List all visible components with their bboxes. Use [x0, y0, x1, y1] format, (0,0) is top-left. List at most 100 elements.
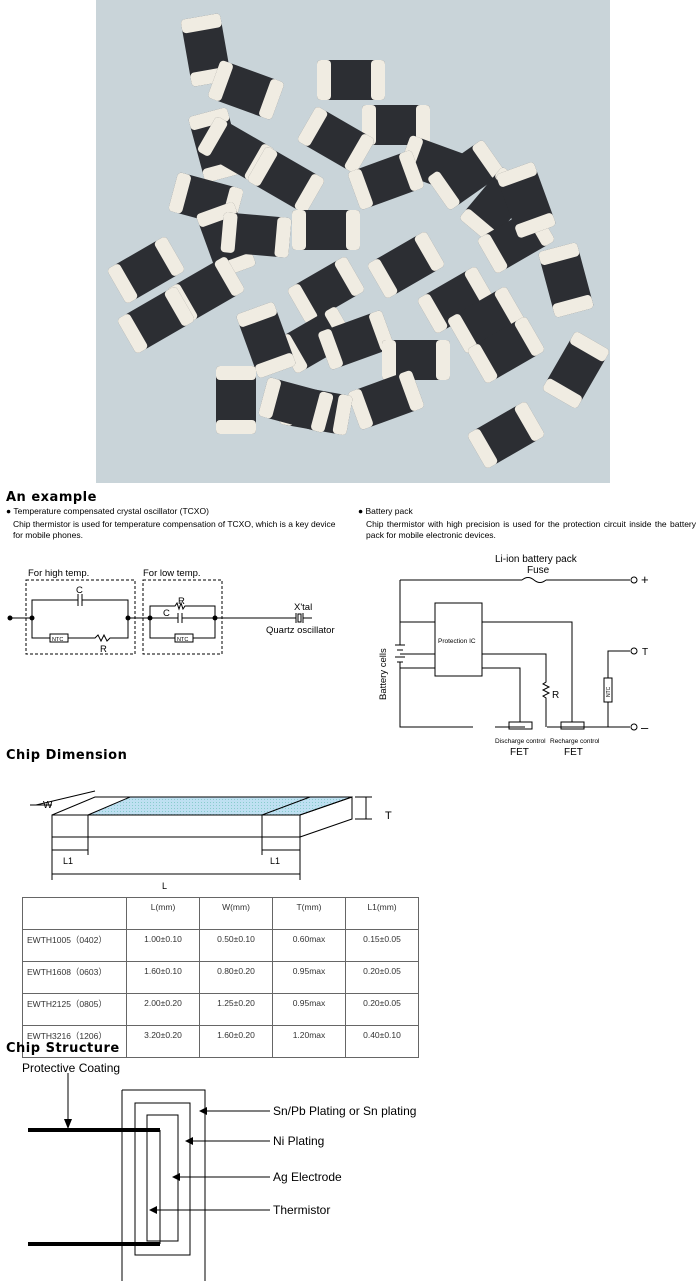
protective-coating-label: Protective Coating: [22, 1061, 120, 1075]
chip-thermistor: [382, 340, 450, 380]
chip-thermistor: [248, 147, 324, 213]
t-terminal-label: T: [642, 647, 648, 658]
chip-thermistor: [468, 317, 544, 383]
li-ion-pack-label: Li-ion battery pack: [495, 554, 578, 565]
chip-thermistor: [220, 212, 292, 258]
tcxo-title: ● Temperature compensated crystal oscill…: [6, 506, 209, 516]
value-cell: 1.60±0.20: [199, 1025, 273, 1058]
quartz-label: Quartz oscillator: [266, 625, 335, 636]
tcxo-title-text: Temperature compensated crystal oscillat…: [13, 506, 209, 516]
ntc-battery-label: NTC: [606, 686, 612, 697]
chip-thermistor: [208, 60, 284, 120]
chip-thermistor: [216, 366, 256, 434]
chip-thermistor: [236, 302, 296, 378]
value-cell: 0.95max: [272, 993, 346, 1026]
chip-dimension-drawing: W T L1 L1 L: [30, 790, 392, 891]
value-cell: 0.20±0.05: [345, 961, 419, 994]
t-label: T: [385, 810, 392, 822]
chip-thermistor: [418, 267, 494, 333]
chip-thermistor: [468, 402, 544, 468]
value-cell: 1.20max: [272, 1025, 346, 1058]
value-cell: 0.60max: [272, 929, 346, 962]
chip-thermistor: [317, 60, 385, 100]
chip-thermistor: [292, 210, 360, 250]
value-cell: 0.15±0.05: [345, 929, 419, 962]
header-cell: [22, 897, 127, 930]
low-temp-label: For low temp.: [143, 568, 201, 579]
battery-circuit-diagram: Li-ion battery pack Fuse + T – Battery c…: [378, 554, 649, 758]
chip-thermistor: [428, 140, 504, 210]
value-cell: 1.00±0.10: [126, 929, 200, 962]
battery-title-text: Battery pack: [365, 506, 413, 516]
chip-structure-heading: Chip Structure: [6, 1041, 120, 1056]
l1-right-label: L1: [270, 856, 280, 866]
chip-structure-diagram: Protective Coating Sn/Pb Plating or Sn p…: [22, 1061, 416, 1281]
plus-terminal-label: +: [641, 572, 649, 587]
ag-electrode-label: Ag Electrode: [273, 1170, 342, 1184]
ntc-label: NTC: [52, 637, 63, 643]
high-temp-label: For high temp.: [28, 568, 89, 579]
chip-thermistor: [108, 237, 184, 303]
r-label-low: R: [178, 596, 185, 607]
value-cell: 1.60±0.10: [126, 961, 200, 994]
l-label: L: [162, 881, 167, 891]
l1-left-label: L1: [63, 856, 73, 866]
battery-cells-label: Battery cells: [378, 648, 389, 700]
chip-thermistor: [538, 242, 594, 318]
c-label-low: C: [163, 608, 170, 619]
chip-thermistor: [543, 332, 609, 408]
c-label: C: [76, 585, 83, 596]
table-header-row: L(mm) W(mm) T(mm) L1(mm): [22, 897, 419, 930]
dimension-table: L(mm) W(mm) T(mm) L1(mm) EWTH1005（0402）1…: [22, 897, 419, 1058]
example-heading: An example: [6, 490, 97, 505]
value-cell: 3.20±0.20: [126, 1025, 200, 1058]
tcxo-circuit-diagram: For high temp. For low temp. C R NTC R C…: [7, 568, 335, 655]
thermistor-label: Thermistor: [273, 1203, 330, 1217]
resistor-label: R: [552, 690, 559, 701]
value-cell: 1.25±0.20: [199, 993, 273, 1026]
chip-dimension-heading: Chip Dimension: [6, 748, 128, 763]
fuse-label: Fuse: [527, 565, 550, 576]
battery-description: Chip thermistor with high precision is u…: [366, 519, 696, 540]
ntc-label-low: NTC: [177, 637, 188, 643]
chip-thermistor: [368, 232, 444, 298]
recharge-label: Recharge control: [550, 738, 600, 745]
chip-thermistor: [288, 257, 364, 323]
chips-photo-svg: [108, 13, 609, 468]
header-cell: L(mm): [126, 897, 200, 930]
value-cell: 0.20±0.05: [345, 993, 419, 1026]
header-cell: W(mm): [199, 897, 273, 930]
product-photo-chip-thermistors: [96, 0, 610, 483]
plating-label: Sn/Pb Plating or Sn plating: [273, 1104, 416, 1118]
minus-terminal-label: –: [641, 720, 649, 735]
chip-thermistor: [118, 287, 194, 353]
discharge-fet-label: FET: [510, 747, 529, 758]
model-cell: EWTH1608（0603）: [22, 961, 127, 994]
r-label: R: [100, 644, 107, 655]
value-cell: 0.95max: [272, 961, 346, 994]
chip-thermistor: [448, 287, 524, 353]
header-cell: T(mm): [272, 897, 346, 930]
chip-thermistor: [348, 370, 424, 430]
chip-thermistor: [348, 150, 424, 210]
battery-title: ● Battery pack: [358, 506, 413, 516]
chip-thermistor: [496, 162, 556, 238]
model-cell: EWTH2125（0805）: [22, 993, 127, 1026]
chip-thermistor: [258, 377, 334, 433]
w-label: W: [43, 800, 53, 811]
recharge-fet-label: FET: [564, 747, 583, 758]
chip-thermistor: [298, 107, 374, 173]
value-cell: 0.50±0.10: [199, 929, 273, 962]
value-cell: 0.40±0.10: [345, 1025, 419, 1058]
ni-plating-label: Ni Plating: [273, 1134, 324, 1148]
value-cell: 2.00±0.20: [126, 993, 200, 1026]
xtal-label: X'tal: [294, 602, 312, 613]
model-cell: EWTH1005（0402）: [22, 929, 127, 962]
protection-ic-label: Protection IC: [438, 638, 476, 645]
value-cell: 0.80±0.20: [199, 961, 273, 994]
tcxo-description: Chip thermistor is used for temperature …: [13, 519, 336, 540]
